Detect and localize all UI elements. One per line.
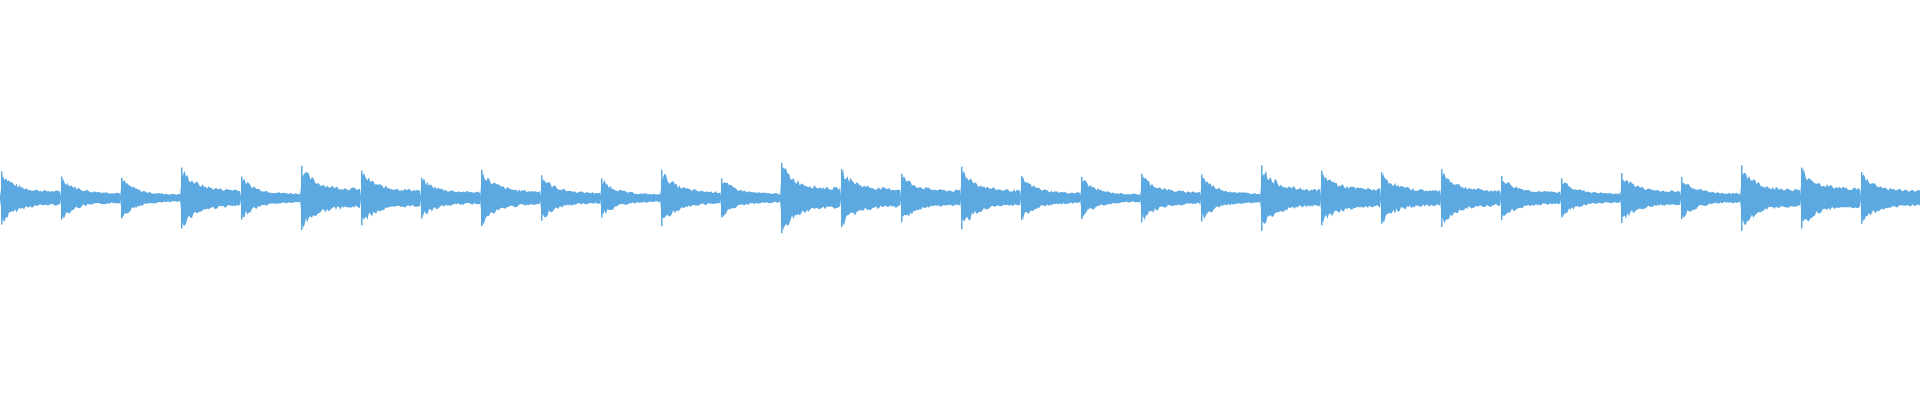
waveform-transient [841,169,843,227]
waveform-segment [0,176,60,222]
waveform-transient [241,176,243,220]
waveform-segment [900,176,960,217]
waveform-transient [601,178,603,218]
waveform-segment [600,180,660,215]
waveform-segment [360,173,420,220]
waveform-segment [1440,173,1500,224]
waveform-segment [1080,180,1140,218]
waveform-segment [1260,170,1320,224]
waveform-segment [480,172,540,226]
waveform-transient [1561,178,1563,218]
waveform-segment [300,172,360,228]
waveform-transient [181,167,183,229]
waveform-transient [1141,173,1143,223]
waveform-segment [420,179,480,217]
waveform-transient [61,176,63,220]
waveform-segment [660,173,720,219]
waveform-transient [1261,165,1263,231]
waveform-transient [1321,170,1323,226]
waveform-transient [661,169,663,227]
waveform-segment [1860,174,1920,221]
waveform-transient [1381,172,1383,224]
waveform-transient [121,177,123,219]
waveform-segment [1560,182,1620,217]
waveform-transient [721,178,723,218]
waveform-segment [1620,179,1680,219]
waveform-transient [1441,169,1443,227]
waveform-segment [1500,180,1560,216]
waveform-transient [1081,176,1083,220]
waveform-transient [1501,176,1503,220]
waveform-transient [1681,176,1683,220]
waveform-transient [1021,176,1023,220]
waveform-segment [240,178,300,218]
waveform-segment [1200,177,1260,220]
waveform-transient [1741,165,1743,231]
waveform-segment [960,171,1020,222]
waveform-transient [1801,167,1803,229]
waveform-segment [840,169,900,226]
waveform-segment [1320,173,1380,224]
waveform-segment [540,179,600,218]
waveform-segment [1020,176,1080,220]
waveform-segment [1680,182,1740,218]
waveform-segment [1380,173,1440,223]
waveform-transient [1861,172,1863,224]
waveform-transient [1621,173,1623,223]
waveform-transient [1201,174,1203,222]
waveform-transient [541,175,543,221]
waveform-segment [1740,172,1800,225]
waveform-transient [781,162,783,234]
waveform-transient [961,166,963,230]
waveform-segment [780,167,840,231]
waveform-transient [901,173,903,223]
waveform-segment [60,178,120,218]
waveform-transient [301,165,303,230]
waveform-segment [1140,176,1200,221]
waveform-segment [720,182,780,217]
waveform-segment [180,170,240,226]
waveform-segment [1800,168,1860,222]
waveform-transient [481,169,483,227]
waveform-transient [361,170,363,226]
waveform-transient [421,177,423,219]
waveform-segment [120,180,180,218]
waveform-transient [1,171,3,225]
